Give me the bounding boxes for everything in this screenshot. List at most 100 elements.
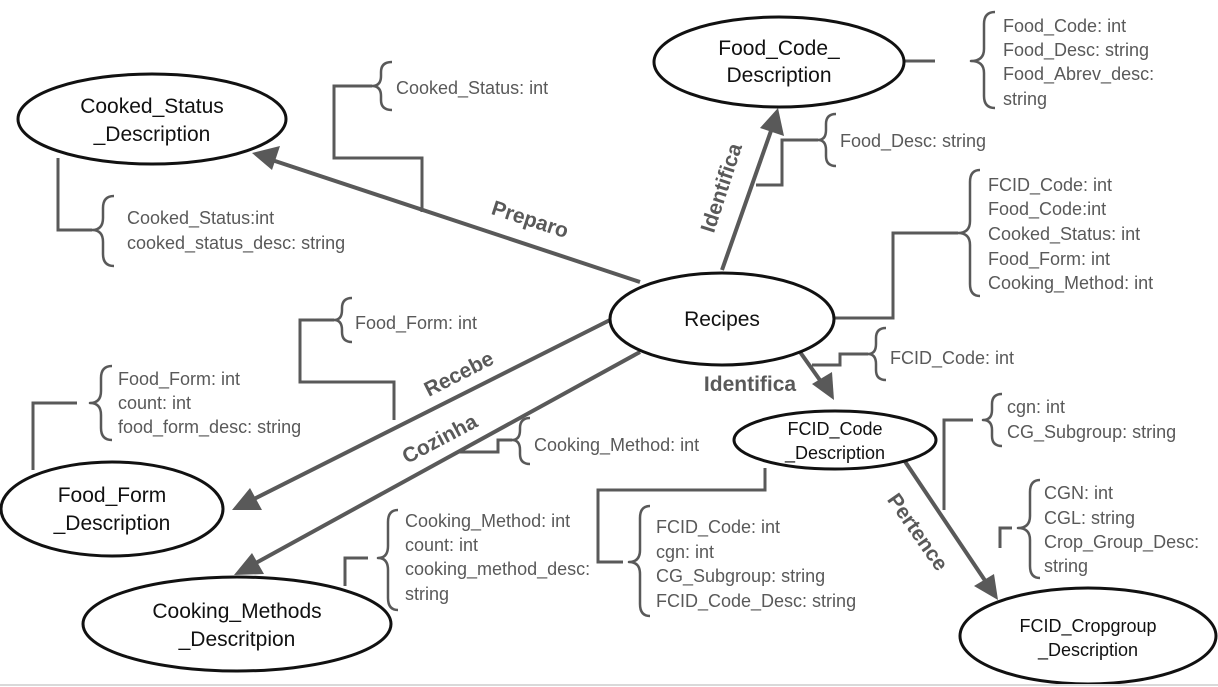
entity-ellipse[interactable] — [16, 72, 288, 166]
brace-fcid-fk — [866, 326, 887, 382]
attr-line: Cooked_Status: int — [988, 224, 1140, 245]
attr-line: FCID_Code: int — [656, 517, 780, 538]
entity-ellipse[interactable] — [608, 271, 836, 367]
entity-fcid-code-description[interactable]: FCID_Code _Description — [732, 409, 938, 471]
entity-label-line2: _Description — [53, 512, 171, 535]
attr-line: Cooking_Method: int — [405, 511, 570, 532]
connector-cooked-status-table — [56, 158, 92, 232]
connector-cgn-fk — [942, 418, 973, 510]
connector-cooking-methods-table — [343, 556, 368, 586]
attr-line: FCID_Code_Desc: string — [656, 591, 856, 612]
attr-fcid-cropgroup-table: CGN: int CGL: string Crop_Group_Desc: st… — [1044, 483, 1199, 576]
connector-lines — [31, 59, 1012, 586]
entity-recipes[interactable]: Recipes — [608, 271, 836, 367]
attr-line: Food_Desc: string — [1003, 40, 1149, 61]
attr-line: CGL: string — [1044, 508, 1135, 528]
attribute-braces — [88, 10, 1041, 618]
entity-fcid-cropgroup-description[interactable]: FCID_Cropgroup _Description — [958, 586, 1218, 686]
attr-cooked-status-fk: Cooked_Status: int — [396, 78, 548, 99]
attr-cooking-method-fk: Cooking_Method: int — [534, 435, 699, 456]
arrow-pertence — [902, 458, 988, 584]
attr-food-desc-fk: Food_Desc: string — [840, 131, 986, 152]
brace-food-code-table — [969, 10, 996, 110]
entity-label-line1: Cooking_Methods — [152, 600, 321, 623]
entity-food-code-description[interactable]: Food_Code_ Description — [652, 15, 906, 109]
arrowhead-preparo — [252, 146, 280, 170]
attr-line: Food_Form: int — [988, 249, 1110, 270]
connector-preparo-fk — [332, 84, 424, 212]
attr-line: Food_Abrev_desc: — [1003, 64, 1154, 85]
attr-fcid-code-fk: FCID_Code: int — [890, 348, 1014, 369]
attr-line: FCID_Code: int — [890, 348, 1014, 369]
arrow-preparo — [271, 158, 641, 284]
entity-label-line1: Cooked_Status — [80, 95, 224, 118]
attr-line: Food_Form: int — [355, 313, 477, 334]
attr-line: CG_Subgroup: string — [1007, 422, 1176, 443]
brace-food-form-table — [88, 364, 113, 442]
entity-cooking-methods-descritpion[interactable]: Cooking_Methods _Descritpion — [81, 575, 393, 673]
attr-line: Cooked_Status: int — [396, 78, 548, 99]
brace-cooking-methods-table — [376, 508, 399, 612]
entity-label-line2: _Description — [784, 443, 885, 464]
arrowhead-identifica-bottom — [812, 372, 834, 400]
entity-ellipse[interactable] — [958, 586, 1218, 686]
rel-label-recebe: Recebe — [421, 347, 498, 401]
entity-ellipse[interactable] — [81, 575, 393, 673]
attr-line: string — [1003, 89, 1047, 109]
attr-line: string — [1044, 556, 1088, 576]
attr-cgn-fk: cgn: int CG_Subgroup: string — [1007, 397, 1176, 443]
attr-line: cooked_status_desc: string — [127, 233, 345, 254]
brace-recipes-table — [956, 168, 981, 298]
brace-cooked-status-fk — [370, 60, 393, 112]
attr-line: Food_Code: int — [1003, 16, 1126, 37]
arrowhead-cozinha — [234, 553, 264, 575]
attr-line: Cooked_Status:int — [127, 208, 274, 229]
attr-recipes-table: FCID_Code: int Food_Code:int Cooked_Stat… — [988, 175, 1153, 294]
arrowhead-recebe — [232, 488, 262, 510]
entity-label-line2: _Descritpion — [178, 628, 296, 651]
attr-fcid-code-table: FCID_Code: int cgn: int CG_Subgroup: str… — [656, 517, 856, 612]
connector-cozinha-fk — [458, 438, 512, 454]
attr-line: Food_Form: int — [118, 369, 240, 390]
connector-food-form-table — [31, 401, 77, 470]
entity-food-form-description[interactable]: Food_Form _Description — [0, 460, 225, 558]
entity-ellipse[interactable] — [0, 460, 225, 558]
connector-fcid-code-table — [596, 468, 767, 564]
attr-line: Crop_Group_Desc: — [1044, 532, 1199, 553]
attr-line: Food_Code:int — [988, 199, 1106, 220]
brace-food-desc-fk — [816, 112, 837, 168]
attr-line: food_form_desc: string — [118, 417, 301, 438]
arrow-identifica-bottom — [798, 350, 824, 385]
entity-ellipse[interactable] — [732, 409, 938, 471]
attr-line: Food_Desc: string — [840, 131, 986, 152]
relationship-arrows — [232, 108, 998, 600]
brace-cropgroup-table — [1016, 478, 1041, 580]
brace-cooking-method-fk — [510, 416, 531, 466]
entity-cooked-status-description[interactable]: Cooked_Status _Description — [16, 72, 288, 166]
attr-food-form-fk: Food_Form: int — [355, 313, 477, 334]
entity-ellipse[interactable] — [652, 15, 906, 109]
arrow-cozinha — [253, 350, 641, 566]
connector-fcid-fk — [812, 352, 868, 367]
attr-cooking-methods-table: Cooking_Method: int count: int cooking_m… — [405, 511, 590, 604]
attr-food-form-table: Food_Form: int count: int food_form_desc… — [118, 369, 301, 438]
connector-food-desc-fk — [756, 138, 818, 187]
attr-line: string — [405, 584, 449, 604]
attr-line: cgn: int — [1007, 397, 1065, 417]
rel-label-pertence: Pertence — [882, 489, 952, 575]
brace-cooked-status-table — [90, 194, 115, 268]
connector-recebe-fk — [298, 318, 396, 420]
attr-food-code-table: Food_Code: int Food_Desc: string Food_Ab… — [1003, 16, 1154, 109]
attr-line: cgn: int — [656, 542, 714, 562]
entity-label-line2: _Description — [93, 123, 211, 146]
entity-label: Recipes — [684, 308, 760, 331]
attr-line: Cooking_Method: int — [534, 435, 699, 456]
arrow-recebe — [251, 318, 611, 502]
connector-recipes-table — [835, 231, 958, 320]
entity-label-line1: FCID_Cropgroup — [1019, 616, 1156, 637]
attr-line: cooking_method_desc: — [405, 559, 590, 580]
entity-label-line1: Food_Code_ — [718, 37, 840, 60]
entity-label-line2: Description — [726, 64, 831, 87]
attr-line: FCID_Code: int — [988, 175, 1112, 196]
